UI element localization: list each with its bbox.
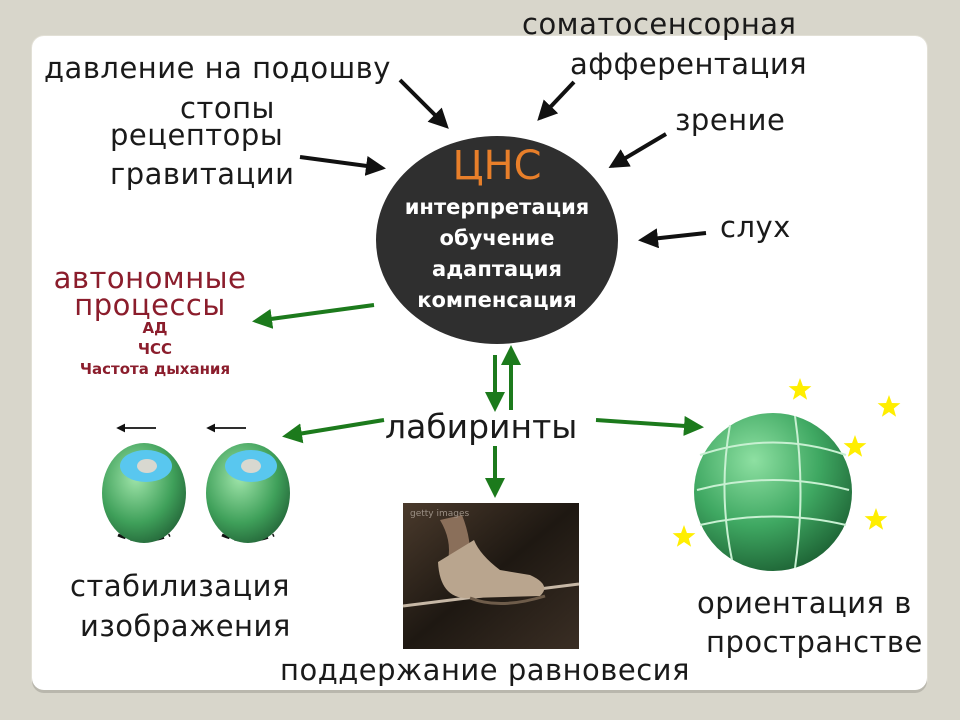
autonomic-title-line2: процессы [74, 288, 226, 322]
label-labyrinths: лабиринты [385, 407, 578, 446]
autonomic-title-line1: автономные [53, 261, 247, 295]
stars-group [672, 378, 901, 547]
balance-photo: getty images [402, 503, 580, 649]
arrow-somatosensory [537, 80, 576, 121]
label-orientation-line1: ориентация в [697, 586, 912, 620]
arrow-gravity [299, 155, 386, 176]
label-gravity-line2: гравитации [110, 157, 295, 191]
cns-function-interpretation: интерпретация [404, 195, 590, 219]
label-image-stabilization-line1: стабилизация [70, 569, 290, 603]
label-vision: зрение [675, 103, 786, 137]
eye-right-icon [206, 443, 290, 543]
cns-function-compensation: компенсация [417, 288, 577, 312]
star-icon [672, 525, 696, 547]
cns-function-adaptation: адаптация [432, 257, 562, 281]
arrow-vision [608, 132, 668, 169]
autonomic-item-respiration: Частота дыхания [79, 360, 231, 378]
label-hearing: слух [720, 210, 791, 244]
autonomic-item-hr: ЧСС [137, 340, 173, 358]
label-image-stabilization-line2: изображения [80, 609, 291, 643]
arrow-orientation [595, 415, 704, 436]
arrow-pressure [398, 78, 449, 129]
label-gravity-line1: рецепторы [110, 118, 284, 152]
label-balance: поддержание равновесия [280, 653, 690, 687]
star-icon [788, 378, 812, 400]
cns-function-learning: обучение [439, 226, 555, 250]
photo-watermark: getty images [410, 509, 470, 519]
label-somatosensory-line2: афферентация [570, 47, 808, 81]
cns-ellipse [376, 136, 618, 344]
star-icon [843, 435, 867, 457]
star-icon [877, 395, 901, 417]
label-orientation-line2: пространстве [706, 625, 923, 659]
eye-left-icon [102, 443, 186, 543]
arrow-hearing [638, 228, 707, 249]
label-somatosensory-line1: соматосенсорная [522, 7, 797, 41]
label-pressure-line1: давление на подошву [44, 51, 391, 85]
arrow-autonomic [252, 303, 375, 329]
autonomic-item-bp: АД [142, 319, 168, 337]
star-icon [864, 508, 888, 530]
arrow-eyes [282, 418, 385, 444]
label-pressure-line2: стопы [180, 91, 275, 125]
globe-sphere-icon [694, 413, 852, 571]
cns-title: ЦНС [452, 143, 542, 189]
